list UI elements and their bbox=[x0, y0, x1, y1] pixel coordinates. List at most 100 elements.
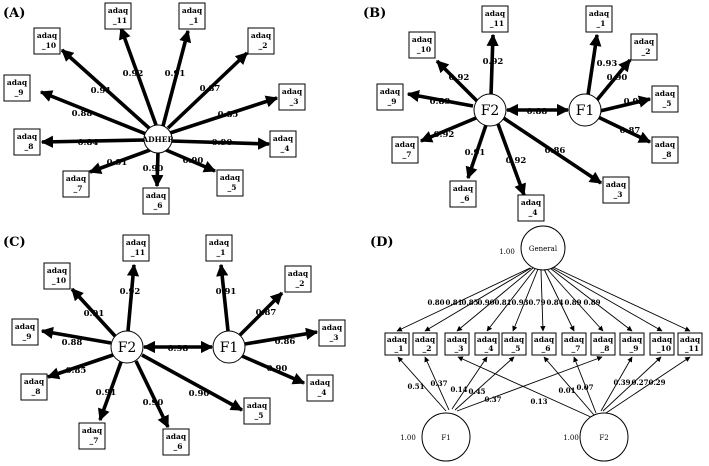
item-label-top: adaq bbox=[387, 335, 408, 344]
panel-b-item-11: adaq _11 bbox=[481, 5, 509, 33]
panel-a-item-11: adaq _11 bbox=[104, 2, 132, 30]
panel-b-item-5: adaq _5 bbox=[651, 85, 679, 113]
panel-d-item-1: adaq _1 bbox=[384, 332, 410, 356]
factor-label-f2: F2 bbox=[599, 434, 608, 442]
loading-label: 0.92 bbox=[624, 97, 645, 107]
loading-label: 0.91 bbox=[96, 388, 117, 398]
item-label-top: adaq bbox=[655, 140, 676, 149]
loading-label: 0.14 bbox=[450, 385, 467, 394]
item-label-number: _1 bbox=[190, 16, 199, 25]
panel-d-item-2: adaq _2 bbox=[412, 332, 438, 356]
loading-label: 0.85 bbox=[461, 298, 478, 307]
factor-label-f2: F2 bbox=[118, 340, 137, 356]
loading-label: 0.90 bbox=[477, 298, 494, 307]
item-label-top: adaq bbox=[37, 31, 58, 40]
item-label-top: adaq bbox=[521, 198, 542, 207]
item-label-top: adaq bbox=[251, 31, 272, 40]
loading-label: 0.07 bbox=[576, 383, 593, 392]
item-label-top: adaq bbox=[322, 323, 343, 332]
panel-c-paths bbox=[40, 263, 319, 429]
item-label-top: adaq bbox=[17, 132, 38, 141]
item-label-top: adaq bbox=[589, 9, 610, 18]
panel-c-item-9: adaq _9 bbox=[11, 318, 39, 346]
panel-d-f2-loadings: 0.13 0.01 0.07 0.39 0.27 0.29 bbox=[530, 378, 665, 406]
item-label-number: _11 bbox=[490, 19, 504, 28]
item-label-top: adaq bbox=[395, 140, 416, 149]
loading-label: 0.92 bbox=[123, 69, 144, 79]
loading-label: 0.13 bbox=[530, 397, 547, 406]
panel-d-item-5: adaq _5 bbox=[501, 332, 527, 356]
loading-label: 0.91 bbox=[465, 148, 486, 158]
loading-label: 0.92 bbox=[483, 57, 504, 67]
panel-d-item-9: adaq _9 bbox=[619, 332, 645, 356]
loading-label: 0.88 bbox=[72, 109, 93, 119]
variance-label-general: 1.00 bbox=[499, 248, 515, 256]
item-label-number: _4 bbox=[485, 344, 494, 353]
factor-label-f2: F2 bbox=[481, 103, 500, 119]
item-label-number: _6 bbox=[154, 201, 163, 210]
item-label-number: _8 bbox=[663, 150, 672, 159]
panel-c: 0.98 adaq _11 adaq _10 adaq _9 adaq _8 a… bbox=[11, 234, 346, 456]
loading-label: 0.87 bbox=[620, 126, 641, 136]
item-label-top: adaq bbox=[82, 426, 103, 435]
item-label-number: _5 bbox=[255, 411, 264, 420]
panel-b-item-4: adaq _4 bbox=[517, 194, 545, 222]
item-label-top: adaq bbox=[453, 184, 474, 193]
item-label-top: adaq bbox=[282, 87, 303, 96]
item-label-top: adaq bbox=[415, 335, 436, 344]
item-label-number: _5 bbox=[663, 99, 672, 108]
item-label-top: adaq bbox=[24, 377, 45, 386]
loading-label: 0.91 bbox=[107, 158, 128, 168]
item-label-top: adaq bbox=[15, 322, 36, 331]
loading-label: 0.92 bbox=[120, 287, 141, 297]
loading-label: 0.89 bbox=[583, 298, 600, 307]
panel-a-item-3: adaq _3 bbox=[278, 83, 306, 111]
loading-label: 0.37 bbox=[484, 395, 501, 404]
item-label-top: adaq bbox=[606, 180, 627, 189]
panel-d-item-11: adaq _11 bbox=[677, 332, 703, 356]
item-label-top: adaq bbox=[652, 335, 673, 344]
item-label-number: _10 bbox=[42, 41, 56, 50]
item-label-top: adaq bbox=[655, 89, 676, 98]
loading-label: 0.90 bbox=[267, 364, 288, 374]
panel-a: adaq _1 adaq _2 adaq _3 adaq _4 adaq _5 … bbox=[3, 2, 306, 215]
panel-label-c: (C) bbox=[3, 235, 26, 250]
loading-label: 0.87 bbox=[200, 84, 221, 94]
panel-c-item-1: adaq _1 bbox=[205, 234, 233, 262]
panel-a-factor-node: ADHER bbox=[141, 124, 174, 154]
panel-a-item-7: adaq _7 bbox=[62, 170, 90, 198]
panel-a-item-6: adaq _6 bbox=[142, 187, 170, 215]
panel-c-factor-f2: F2 bbox=[110, 330, 144, 364]
panel-d-f2-node: F2 1.00 bbox=[563, 412, 629, 462]
item-label-number: _5 bbox=[512, 344, 521, 353]
item-label-number: _11 bbox=[685, 344, 699, 353]
panel-c-item-6: adaq _6 bbox=[162, 428, 190, 456]
item-label-top: adaq bbox=[447, 335, 468, 344]
loading-label: 0.45 bbox=[468, 387, 485, 396]
loading-label: 0.90 bbox=[143, 398, 164, 408]
panel-d-item-10: adaq _10 bbox=[649, 332, 675, 356]
loading-label: 0.27 bbox=[631, 378, 648, 387]
loading-label: 0.51 bbox=[407, 382, 424, 391]
panel-d-item-7: adaq _7 bbox=[561, 332, 587, 356]
item-label-number: _11 bbox=[131, 248, 145, 257]
panel-d-item-3: adaq _3 bbox=[444, 332, 470, 356]
panel-label-a: (A) bbox=[3, 6, 25, 21]
item-label-top: adaq bbox=[47, 266, 68, 275]
loading-label: 0.86 bbox=[275, 337, 296, 347]
item-label-number: _4 bbox=[318, 388, 327, 397]
item-label-top: adaq bbox=[108, 6, 129, 15]
loading-label: 0.81 bbox=[494, 298, 511, 307]
item-label-number: _4 bbox=[281, 144, 290, 153]
item-label-top: adaq bbox=[534, 335, 555, 344]
item-label-top: adaq bbox=[593, 335, 614, 344]
item-label-number: _6 bbox=[174, 442, 183, 451]
panel-d-item-6: adaq _6 bbox=[531, 332, 557, 356]
panel-c-item-4: adaq _4 bbox=[306, 374, 334, 402]
item-label-number: _3 bbox=[455, 344, 464, 353]
item-label-number: _2 bbox=[642, 47, 651, 56]
item-label-top: adaq bbox=[622, 335, 643, 344]
item-label-number: _3 bbox=[330, 333, 339, 342]
panel-d-f1-loadings: 0.51 0.37 0.14 0.45 0.37 bbox=[407, 379, 501, 404]
